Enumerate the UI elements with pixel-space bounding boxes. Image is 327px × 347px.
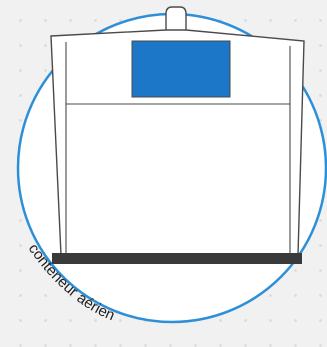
container-base [52, 253, 302, 264]
container-label-panel [132, 41, 230, 97]
air-cargo-container-icon [51, 7, 304, 264]
container-handle [166, 7, 186, 30]
